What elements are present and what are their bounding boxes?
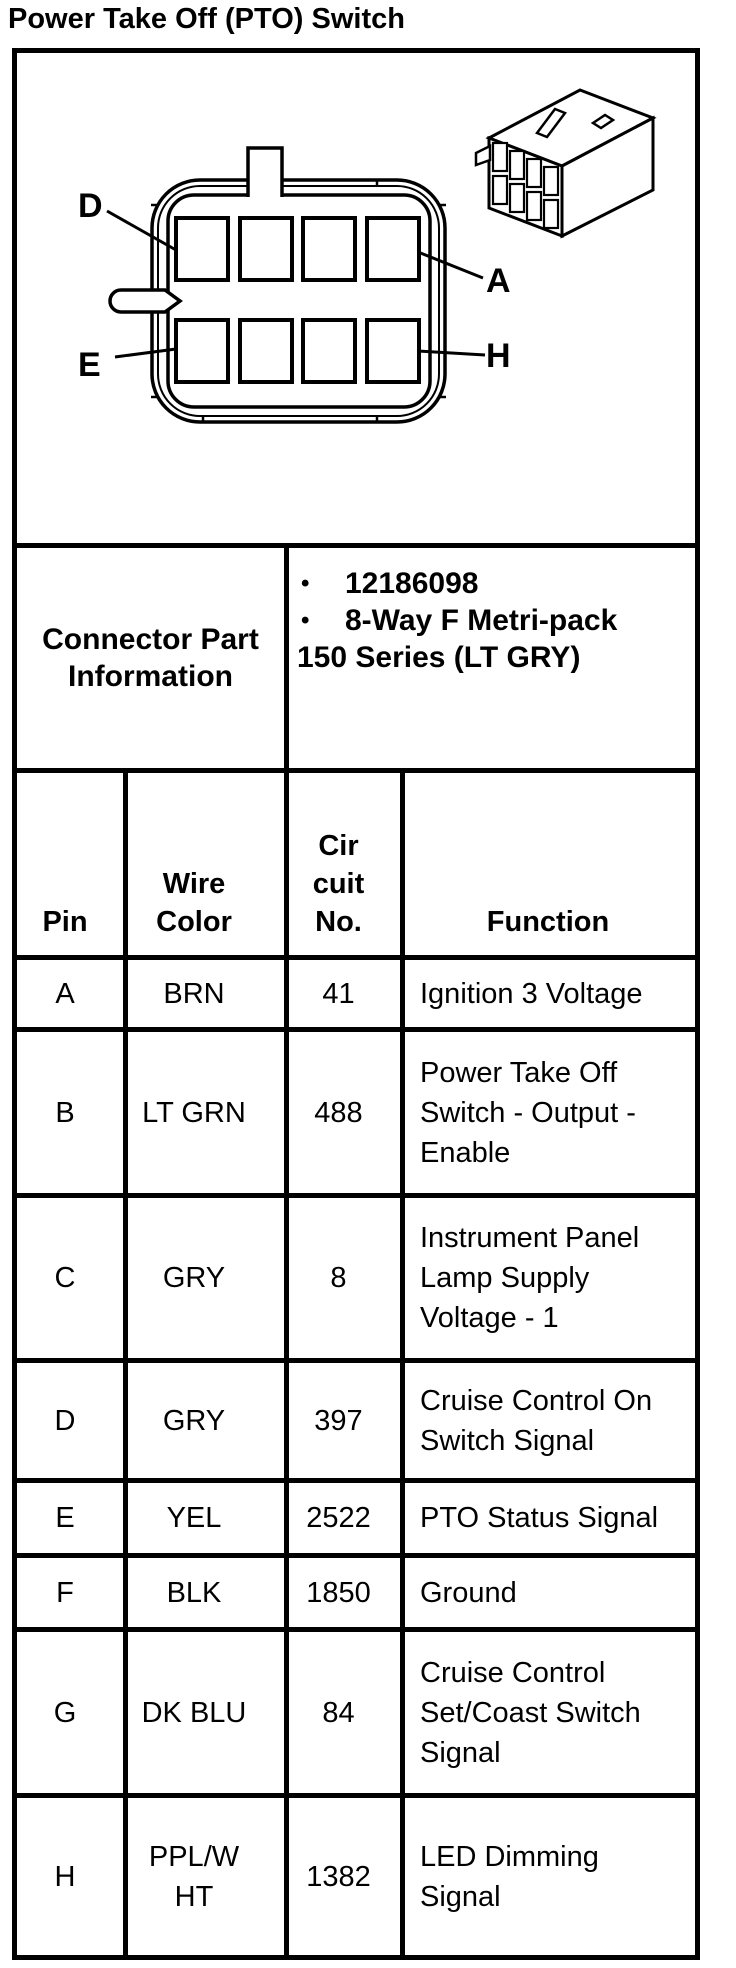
pin-label-a: A (486, 262, 511, 300)
header-wire-color: Wire Color (123, 773, 284, 955)
circuit-cell: 2522 (284, 1483, 400, 1553)
cavity-b (301, 216, 357, 282)
circuit-cell: 41 (284, 960, 400, 1027)
function-cell: Ground (400, 1558, 695, 1627)
wire-cell: DK BLU (123, 1632, 284, 1793)
cavity-a (365, 216, 421, 282)
table-row-d: D GRY 397 Cruise Control On Switch Signa… (17, 1358, 695, 1478)
outline-tick-marks (151, 180, 446, 422)
circuit-cell: 1850 (284, 1558, 400, 1627)
side-latch (108, 288, 183, 314)
index-tab (246, 146, 284, 197)
connector-diagram: D A E H (17, 53, 695, 543)
pin-cell: F (56, 1576, 74, 1609)
part-info-details: • 12186098 • 8-Way F Metri-pack 150 Seri… (284, 548, 695, 768)
leader-lines (106, 209, 486, 359)
wire-cell: LT GRN (123, 1032, 284, 1193)
cavity-f (238, 318, 294, 384)
function-cell: Cruise Control On Switch Signal (400, 1363, 695, 1478)
pin-cell: B (55, 1096, 75, 1129)
table-row-c: C GRY 8 Instrument Panel Lamp Supply Vol… (17, 1193, 695, 1358)
pin-cell: C (54, 1262, 76, 1294)
pin-cell: E (55, 1502, 75, 1534)
bullet-icon: • (301, 607, 310, 634)
cavity-g (301, 318, 357, 384)
function-cell: Instrument Panel Lamp Supply Voltage - 1 (400, 1198, 695, 1358)
function-cell: Ignition 3 Voltage (400, 960, 695, 1027)
wire-cell: GRY (123, 1198, 284, 1358)
part-info-label: Connector Part Information (42, 623, 259, 693)
cavity-e (174, 318, 230, 384)
circuit-cell: 84 (284, 1632, 400, 1793)
cavity-d (174, 216, 230, 282)
leader-line-d (106, 209, 177, 252)
function-cell: Cruise Control Set/Coast Switch Signal (400, 1632, 695, 1793)
table-row-h: H PPL/W HT 1382 LED Dimming Signal (17, 1793, 695, 1955)
icon-lock-slot (590, 113, 616, 130)
wire-cell: BRN (123, 960, 284, 1027)
circuit-cell: 488 (284, 1032, 400, 1193)
part-type: 8-Way F Metri-pack (345, 604, 618, 637)
table-row-b: B LT GRN 488 Power Take Off Switch - Out… (17, 1027, 695, 1193)
wire-cell: BLK (123, 1558, 284, 1627)
table-row-a: A BRN 41 Ignition 3 Voltage (17, 955, 695, 1027)
wire-cell: GRY (123, 1363, 284, 1478)
cavity-row-bottom (174, 318, 421, 384)
icon-side-clip (474, 143, 492, 167)
pin-cell: A (55, 977, 75, 1010)
icon-lock-ramp (535, 107, 567, 139)
circuit-cell: 397 (284, 1363, 400, 1478)
connector-3d-icon (474, 88, 657, 239)
leader-line-e (114, 347, 177, 359)
table-row-g: G DK BLU 84 Cruise Control Set/Coast Swi… (17, 1627, 695, 1793)
bullet-icon: • (301, 570, 310, 597)
function-cell: PTO Status Signal (400, 1483, 695, 1553)
header-pin: Pin (42, 906, 88, 938)
page-title: Power Take Off (PTO) Switch (8, 3, 405, 35)
wire-cell: PPL/W HT (123, 1798, 284, 1955)
function-cell: LED Dimming Signal (400, 1798, 695, 1955)
pin-function-table: Pin Wire Color Cir cuit No. Function A B… (17, 768, 695, 1955)
connector-part-info-row: Connector Part Information • 12186098 • … (17, 543, 695, 768)
function-cell: Power Take Off Switch - Output - Enable (400, 1032, 695, 1193)
table-row-f: F BLK 1850 Ground (17, 1553, 695, 1627)
circuit-cell: 8 (284, 1198, 400, 1358)
part-type-continuation: 150 Series (LT GRY) (297, 641, 581, 674)
pin-label-d: D (78, 187, 103, 225)
connector-face-view (108, 146, 447, 424)
cavity-h (365, 318, 421, 384)
part-number-line: • 12186098 (297, 565, 691, 602)
part-type-line: • 8-Way F Metri-pack (297, 602, 691, 639)
table-row-e: E YEL 2522 PTO Status Signal (17, 1478, 695, 1553)
connector-diagram-svg: D A E H (78, 88, 657, 424)
circuit-cell: 1382 (284, 1798, 400, 1955)
pin-label-h: H (486, 337, 511, 375)
leader-line-a (417, 250, 484, 280)
cavity-row-top (174, 216, 421, 282)
wire-cell: YEL (123, 1483, 284, 1553)
cavity-c (238, 216, 294, 282)
connector-info-sheet: D A E H (12, 48, 700, 1960)
part-number: 12186098 (345, 567, 479, 600)
pin-cell: G (53, 1696, 77, 1729)
header-function: Function (400, 773, 695, 955)
header-circuit-no: Cir cuit No. (284, 773, 400, 955)
leader-line-h (417, 349, 486, 357)
pin-cell: D (54, 1404, 76, 1437)
table-header-row: Pin Wire Color Cir cuit No. Function (17, 768, 695, 955)
pin-label-e: E (78, 346, 101, 384)
icon-cavities (491, 141, 560, 230)
pin-cell: H (54, 1860, 76, 1893)
